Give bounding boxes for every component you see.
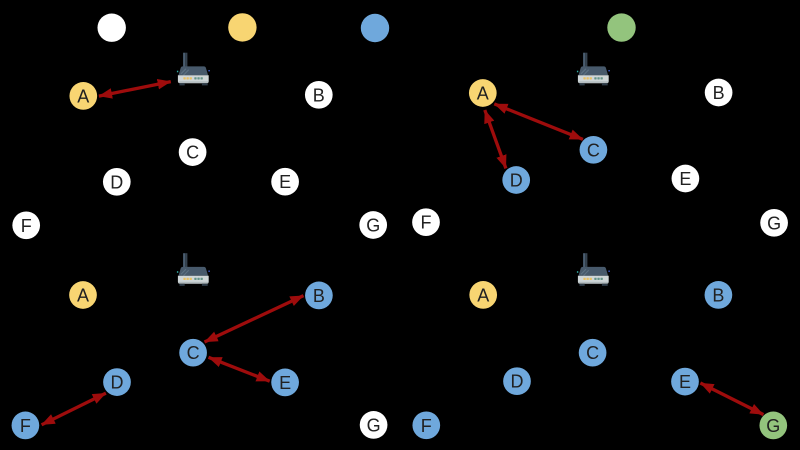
- svg-text:D: D: [110, 172, 123, 192]
- svg-text:E: E: [279, 172, 291, 192]
- svg-text:B: B: [313, 85, 325, 105]
- svg-text:E: E: [279, 373, 291, 393]
- svg-text:B: B: [313, 286, 325, 306]
- svg-text:D: D: [511, 372, 524, 392]
- svg-text:C: C: [586, 343, 599, 363]
- svg-text:A: A: [477, 84, 489, 104]
- svg-text:C: C: [587, 140, 600, 160]
- svg-text:B: B: [713, 83, 725, 103]
- svg-text:C: C: [186, 143, 199, 163]
- svg-text:F: F: [421, 213, 432, 233]
- svg-text:F: F: [421, 416, 432, 436]
- svg-text:G: G: [367, 415, 381, 435]
- svg-text:C: C: [187, 343, 200, 363]
- svg-text:F: F: [21, 216, 32, 236]
- svg-text:F: F: [20, 416, 31, 436]
- svg-text:G: G: [366, 216, 380, 236]
- svg-text:D: D: [111, 373, 124, 393]
- svg-text:G: G: [767, 213, 781, 233]
- svg-text:G: G: [766, 416, 780, 436]
- svg-text:A: A: [77, 86, 89, 106]
- svg-text:A: A: [477, 285, 489, 305]
- svg-text:B: B: [712, 285, 724, 305]
- svg-text:E: E: [679, 372, 691, 392]
- svg-text:A: A: [77, 286, 89, 306]
- svg-text:D: D: [510, 171, 523, 191]
- svg-text:E: E: [679, 169, 691, 189]
